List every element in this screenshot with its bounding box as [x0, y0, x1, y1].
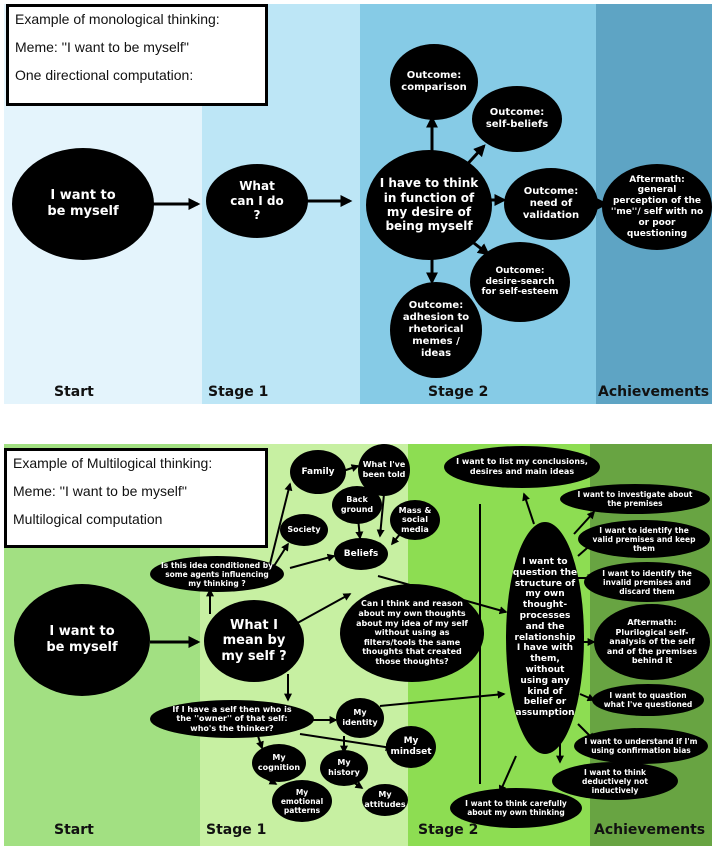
node-self-esteem: Outcome: desire-search for self-esteem	[470, 242, 570, 322]
node-history: My history	[320, 750, 368, 786]
node-background: Back ground	[332, 486, 382, 524]
node-invalid: I want to identify the invalid premises …	[584, 562, 710, 602]
node-owner: If I have a self then who is the ''owner…	[150, 700, 314, 738]
node-bias: I want to understand if I'm using confir…	[574, 728, 708, 764]
node-mass-media: Mass & social media	[390, 500, 440, 540]
node-start: I want to be myself	[14, 584, 150, 696]
arrow-center-list	[522, 492, 535, 525]
node-center: I have to think in function of my desire…	[366, 150, 492, 260]
arrow-told-beliefs	[376, 493, 385, 538]
node-investigate: I want to investigate about the premises	[560, 484, 710, 514]
node-family: Family	[290, 450, 346, 494]
monological-diagram: Example of monological thinking: Meme: '…	[0, 4, 720, 404]
label-start: Start	[54, 822, 94, 838]
node-deductive: I want to think deductively not inductiv…	[552, 762, 678, 800]
info-meme: Meme: ''I want to be myself''	[15, 39, 190, 55]
arrow-center-investigate	[573, 510, 596, 535]
label-achievements: Achievements	[594, 822, 706, 838]
node-carefully: I want to think carefully about my own t…	[450, 788, 582, 828]
multilogical-diagram: Example of Multilogical thinking: Meme: …	[0, 444, 720, 846]
arrow-center-quastion	[579, 693, 596, 702]
arrow-conditioned-beliefs	[289, 553, 336, 569]
label-stage1: Stage 1	[208, 384, 269, 400]
node-validation: Outcome: need of validation	[504, 168, 598, 240]
arrow-center-carefully	[498, 755, 517, 794]
node-valid: I want to identify the valid premises an…	[578, 520, 710, 558]
node-start: I want to be myself	[12, 148, 154, 260]
info-box: Example of Multilogical thinking: Meme: …	[4, 448, 268, 548]
node-reason: Can I think and reason about my own thou…	[340, 584, 484, 682]
node-aftermath: Aftermath: general perception of the ''m…	[602, 164, 712, 250]
info-box: Example of monological thinking: Meme: '…	[6, 4, 268, 106]
label-stage1: Stage 1	[206, 822, 267, 838]
label-start: Start	[54, 384, 94, 400]
label-stage2: Stage 2	[418, 822, 479, 838]
info-computation: One directional computation:	[15, 67, 194, 83]
node-mindset: My mindset	[386, 726, 436, 768]
arrow-stage1-reason	[291, 593, 352, 627]
info-title: Example of monological thinking:	[15, 11, 220, 27]
node-comparison: Outcome: comparison	[390, 44, 478, 120]
label-achievements: Achievements	[598, 384, 710, 400]
arrow-owner-mindset	[299, 733, 394, 751]
info-computation: Multilogical computation	[13, 511, 163, 527]
node-cognition: My cognition	[252, 744, 306, 782]
node-center: I want to question the structure of my o…	[506, 522, 584, 754]
arrow-owner-cognition	[256, 735, 264, 750]
label-stage2: Stage 2	[428, 384, 489, 400]
node-society: Society	[280, 514, 328, 546]
node-stage1: What can I do ?	[206, 164, 308, 238]
info-title: Example of Multilogical thinking:	[13, 455, 213, 471]
node-conditioned: Is this idea conditioned by some agents …	[150, 556, 284, 592]
node-attitudes: My attitudes	[362, 784, 408, 816]
node-beliefs: Beliefs	[334, 538, 388, 570]
node-adhesion: Outcome: adhesion to rhetorical memes / …	[390, 282, 482, 378]
node-stage1: What I mean by my self ?	[204, 600, 304, 682]
node-emotional: My emotional patterns	[272, 780, 332, 822]
node-list: I want to list my conclusions, desires a…	[444, 446, 600, 488]
arrow-conditioned-family	[269, 482, 293, 565]
arrow-identity-center	[379, 690, 506, 707]
node-quastion: I want to quastion what I've questioned	[592, 684, 704, 716]
node-self-beliefs: Outcome: self-beliefs	[472, 86, 562, 152]
info-meme: Meme: ''I want to be myself''	[13, 483, 188, 499]
node-aftermath: Aftermath: Plurilogical self-analysis of…	[594, 604, 710, 680]
arrow-conditioned-society	[273, 542, 289, 567]
node-identity: My identity	[336, 698, 384, 738]
